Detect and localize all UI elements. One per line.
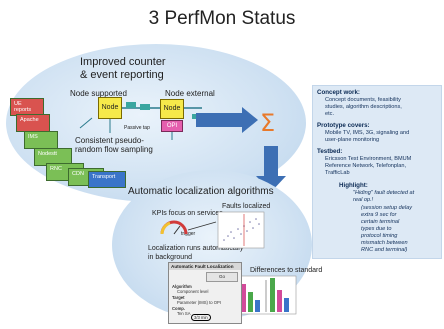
highlight-red-text: "Hiding" fault detected at real op.!	[353, 190, 415, 203]
reporting-heading-line2: & event reporting	[80, 69, 164, 81]
node-supported-box: Node	[98, 97, 122, 119]
target-label: Target	[172, 295, 185, 300]
concept-body: Concept documents, feasibility studies, …	[325, 97, 402, 117]
node-external-label: Node external	[165, 89, 215, 98]
passive-tap-label: Passive tap	[124, 125, 150, 131]
prototype-heading: Prototype covers:	[317, 122, 370, 129]
status-summary-panel: Concept work: Concept documents, feasibi…	[312, 85, 442, 259]
testbed-heading: Testbed:	[317, 148, 343, 155]
scatter-plot-icon	[217, 211, 265, 249]
testbed-body: Ericsson Test Environment, BMUM Referenc…	[325, 156, 412, 176]
fault-window-title: Automatic Fault Localization	[169, 263, 241, 270]
go-button[interactable]: Go	[206, 272, 238, 282]
opi-box: OPI	[161, 120, 183, 132]
localization-runs-line1: Localization runs automatically	[148, 245, 244, 252]
algorithm-label: Algorithm	[172, 284, 192, 289]
stack-box-transport: Transport	[88, 171, 126, 188]
localization-runs-line2: in background	[148, 254, 192, 261]
concept-heading: Concept work:	[317, 89, 360, 96]
reporting-heading-line1: Improved counter	[80, 56, 166, 68]
node-supported-label: Node supported	[70, 89, 127, 98]
trigger-label: trigger	[181, 231, 196, 237]
localization-heading: Automatic localization algorithms	[128, 186, 274, 197]
kpi-focus-label: KPIs focus on services	[152, 210, 223, 217]
sampling-label-line2: random flow sampling	[75, 145, 153, 154]
faults-localized-label: Faults localized	[222, 203, 271, 210]
comp-value[interactable]: Ten SA	[177, 311, 191, 316]
highlight-heading: Highlight:	[339, 182, 368, 189]
algorithm-value[interactable]: Component level	[177, 289, 209, 294]
bar-chart-icon	[237, 275, 297, 315]
fault-localization-window: Automatic Fault Localization Go Algorith…	[168, 262, 242, 324]
prototype-body: Mobile TV, IMS, 3G, signaling and user-p…	[325, 130, 410, 143]
arrow-to-sum-icon	[196, 107, 258, 133]
sampling-label-line1: Consistent pseudo-	[75, 136, 144, 145]
gauge-icon	[160, 220, 188, 235]
highlight-note: (session setup delay extra 9 sec for cer…	[361, 205, 412, 253]
slide-title: 3 PerfMon Status	[148, 8, 296, 29]
comp-marker: 3/3 min	[191, 314, 211, 321]
node-external-box: Node	[160, 99, 184, 119]
comp-label: Comp.	[172, 306, 186, 311]
sum-icon: Σ	[260, 109, 275, 137]
target-value[interactable]: Parameter (IMS) to OPI	[177, 300, 221, 305]
differences-label: Differences to standard	[250, 267, 323, 274]
